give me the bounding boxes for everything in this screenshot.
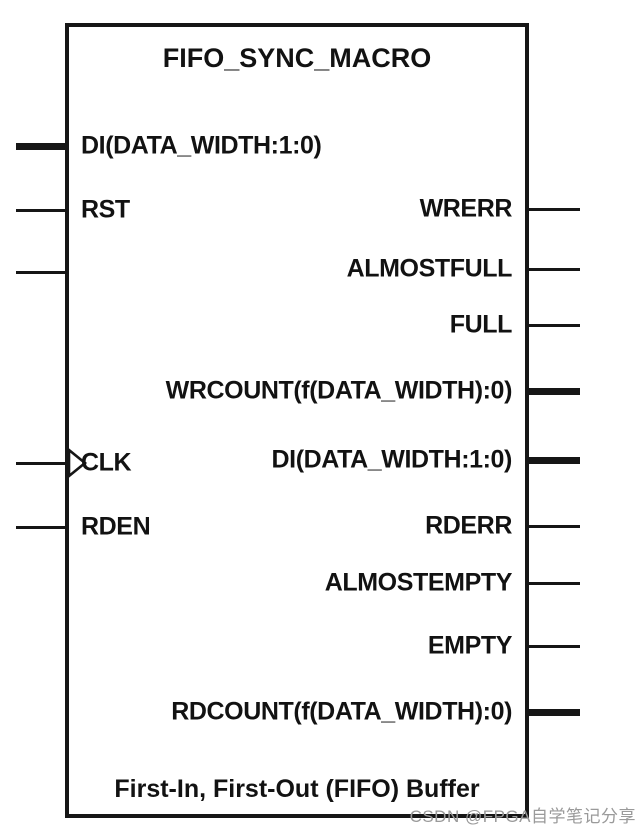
clock-edge-icon xyxy=(67,447,88,479)
pin-label-right-wrerr: WRERR xyxy=(419,194,513,223)
pin-stub-right-wrerr xyxy=(529,207,580,211)
pin-label-right-almostempty: ALMOSTEMPTY xyxy=(324,568,513,597)
pin-label-right-rderr: RDERR xyxy=(425,511,512,540)
component-caption: First-In, First-Out (FIFO) Buffer xyxy=(114,775,480,803)
pin-stub-left-rst xyxy=(16,208,65,212)
pin-stub-right-full xyxy=(529,323,580,327)
pin-label-left-rst: RST xyxy=(81,195,130,224)
pin-label-right-di-data-width-1-0: DI(DATA_WIDTH:1:0) xyxy=(271,445,513,474)
watermark-text: CSDN @FPGA自学笔记分享 xyxy=(409,807,636,826)
pin-stub-left-di-data-width-1-0 xyxy=(16,142,65,150)
pin-stub-right-di-data-width-1-0 xyxy=(529,456,580,464)
component-outline-box xyxy=(65,23,529,818)
pin-stub-left-rden xyxy=(16,525,65,529)
pin-label-left-clk: CLK xyxy=(81,448,132,477)
component-title: FIFO_SYNC_MACRO xyxy=(162,43,432,73)
pin-stub-right-almostempty xyxy=(529,581,580,585)
pin-stub-left-clk xyxy=(16,461,65,465)
pin-label-right-empty: EMPTY xyxy=(427,631,513,660)
pin-stub-right-almostfull xyxy=(529,267,580,271)
pin-stub-right-empty xyxy=(529,644,580,648)
pin-stub-right-rdcount-f-data-width-0 xyxy=(529,708,580,716)
pin-label-right-almostfull: ALMOSTFULL xyxy=(346,254,513,283)
pin-label-left-di-data-width-1-0: DI(DATA_WIDTH:1:0) xyxy=(81,131,322,160)
pin-label-right-wrcount-f-data-width-0: WRCOUNT(f(DATA_WIDTH):0) xyxy=(165,376,513,405)
pin-stub-right-rderr xyxy=(529,524,580,528)
pin-label-right-full: FULL xyxy=(449,310,513,339)
pin-label-right-rdcount-f-data-width-0: RDCOUNT(f(DATA_WIDTH):0) xyxy=(171,697,512,726)
pin-stub-right-wrcount-f-data-width-0 xyxy=(529,387,580,395)
pin-label-left-rden: RDEN xyxy=(81,512,151,541)
pin-stub-left-unlabeled-2 xyxy=(16,270,65,274)
